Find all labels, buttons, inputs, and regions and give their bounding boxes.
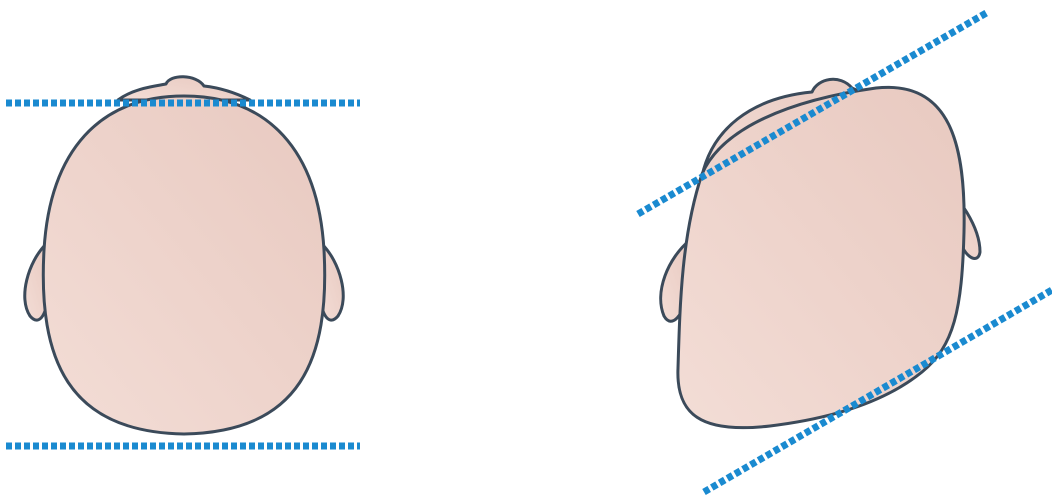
plagiocephaly-head-panel [638,12,1052,492]
plagiocephaly-head-icon [661,79,980,427]
normal-head-icon [25,77,343,434]
normal-head-panel [6,77,360,446]
head-outline [43,96,324,434]
